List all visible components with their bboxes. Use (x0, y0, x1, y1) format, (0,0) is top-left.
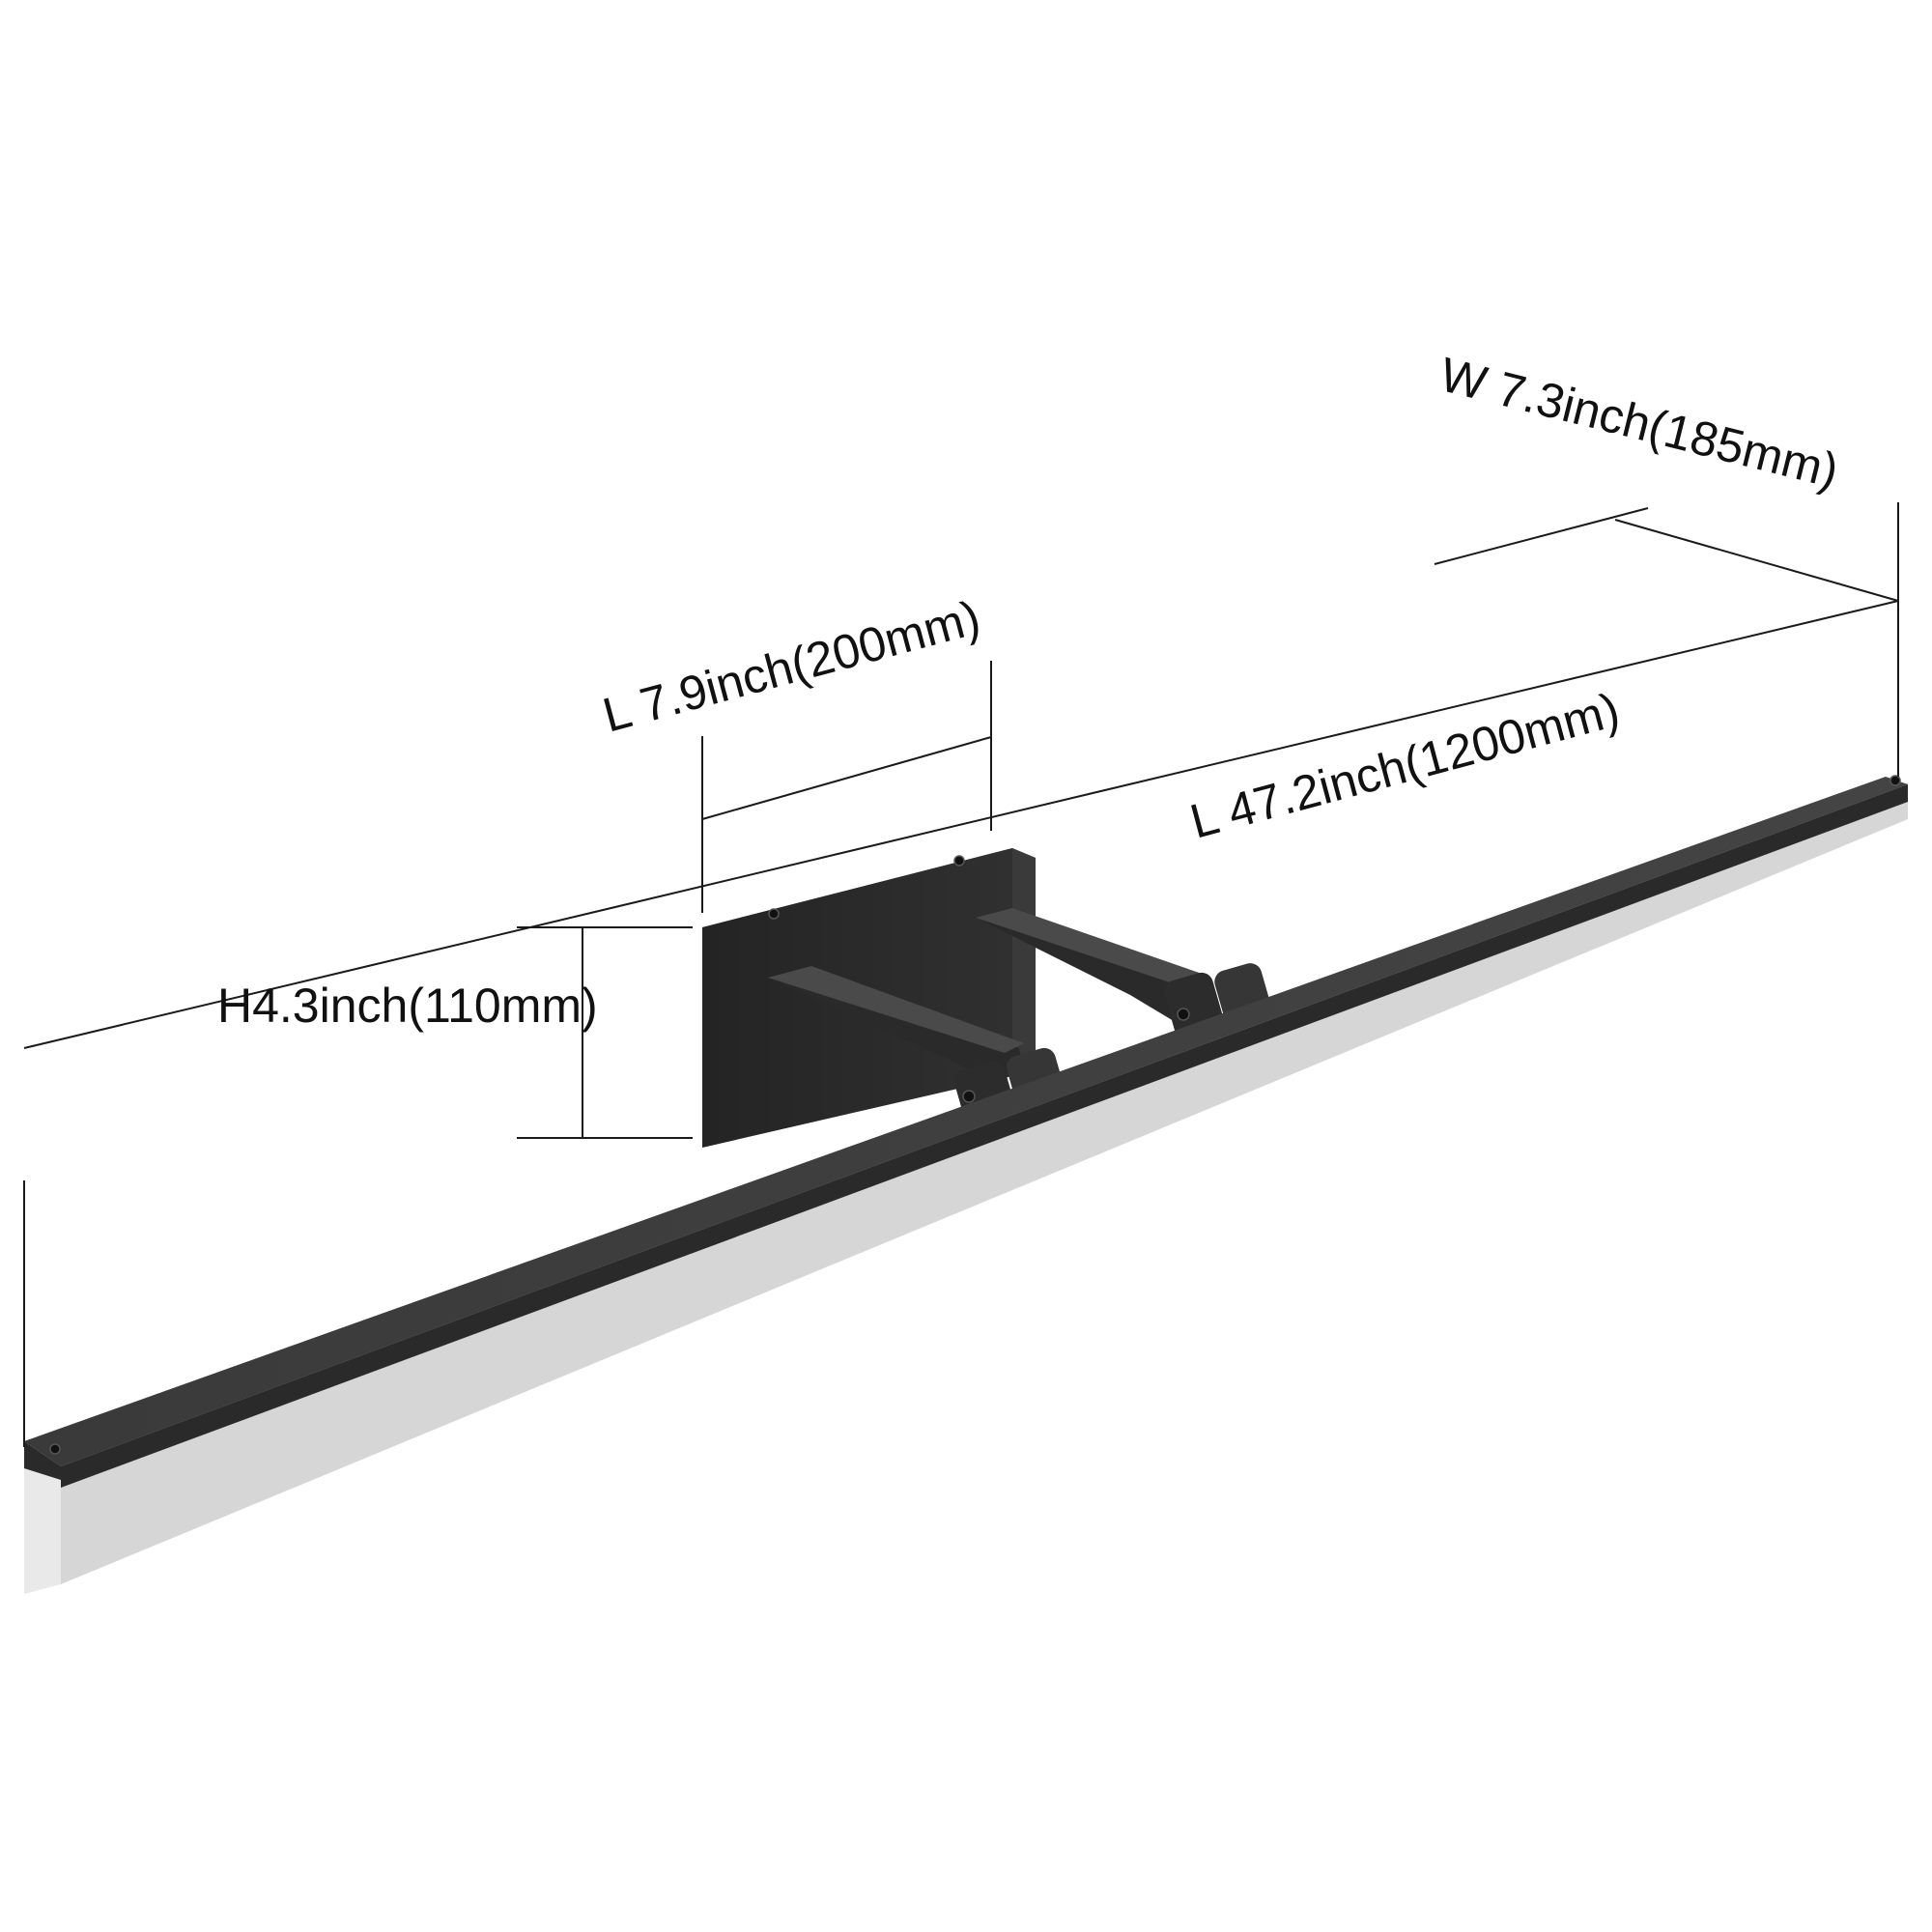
wall-plate-side (1012, 848, 1036, 1076)
light-bar (24, 775, 1908, 1594)
width-line-right (1614, 519, 1899, 602)
hinge-far-screw (1177, 1008, 1190, 1021)
total-length-label: L 47.2inch(1200mm) (1184, 682, 1625, 848)
total-length-line (23, 600, 1899, 1049)
bar-end-screw-left (49, 1443, 61, 1455)
arm-length-line (701, 736, 992, 820)
arm-length-label: L 7.9inch(200mm) (597, 590, 985, 743)
light-bar-end-dark (24, 1441, 61, 1480)
arm-far-top (976, 908, 1208, 985)
plate-screw-left (768, 908, 780, 920)
light-bar-end-cap-face (24, 1461, 61, 1594)
width-line-left (1434, 507, 1649, 565)
dimension-lines (23, 502, 1899, 1447)
lamp-product (24, 775, 1908, 1594)
light-bar-diffuser-face (61, 788, 1908, 1584)
mounting-arms (768, 908, 1208, 1082)
hinge-near-screw (962, 1090, 976, 1103)
height-label: H4.3inch(110mm) (217, 979, 598, 1033)
arm-near-top (768, 966, 1024, 1053)
light-bar-housing-top (24, 777, 1908, 1466)
light-bar-housing-front (61, 784, 1908, 1488)
width-label: W 7.3inch(185mm) (1435, 347, 1843, 498)
plate-screw-right (953, 855, 965, 867)
bar-end-screw-right (1889, 775, 1901, 786)
